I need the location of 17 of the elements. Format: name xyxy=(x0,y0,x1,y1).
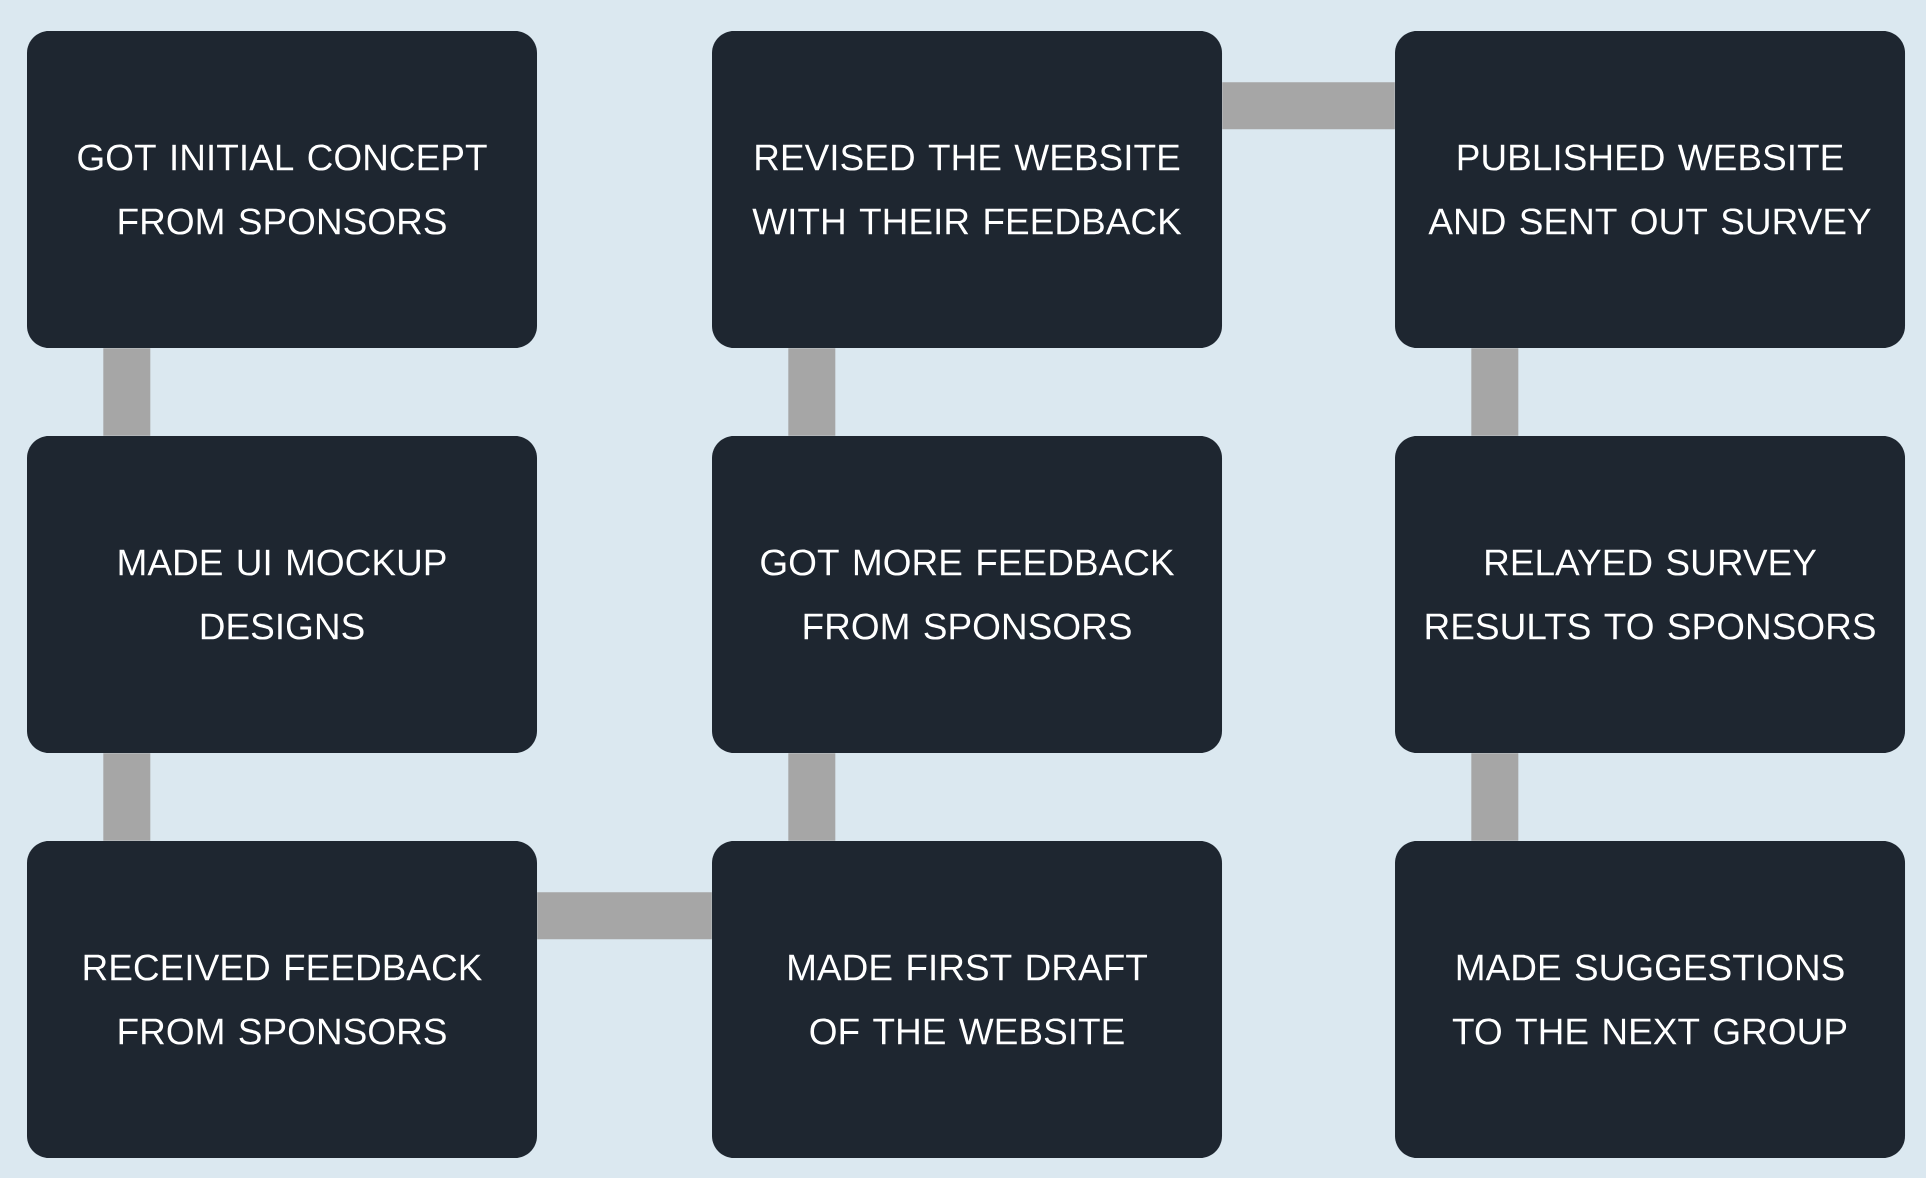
connector-bar xyxy=(1471,753,1519,841)
process-box: RELAYED SURVEY RESULTS TO SPONSORS xyxy=(1395,436,1905,753)
connector-bar xyxy=(788,753,836,841)
process-box: PUBLISHED WEBSITE AND SENT OUT SURVEY xyxy=(1395,31,1905,348)
process-box: GOT MORE FEEDBACK FROM SPONSORS xyxy=(712,436,1222,753)
process-box: MADE UI MOCKUP DESIGNS xyxy=(27,436,537,753)
process-box: REVISED THE WEBSITE WITH THEIR FEEDBACK xyxy=(712,31,1222,348)
connector-bar xyxy=(537,892,712,940)
process-box: RECEIVED FEEDBACK FROM SPONSORS xyxy=(27,841,537,1158)
connector-bar xyxy=(1471,348,1519,436)
connector-bar xyxy=(788,348,836,436)
connector-bar xyxy=(103,348,151,436)
process-box: MADE FIRST DRAFT OF THE WEBSITE xyxy=(712,841,1222,1158)
connector-bar xyxy=(103,753,151,841)
connector-bar xyxy=(1222,82,1395,130)
process-box: MADE SUGGESTIONS TO THE NEXT GROUP xyxy=(1395,841,1905,1158)
process-box: GOT INITIAL CONCEPT FROM SPONSORS xyxy=(27,31,537,348)
